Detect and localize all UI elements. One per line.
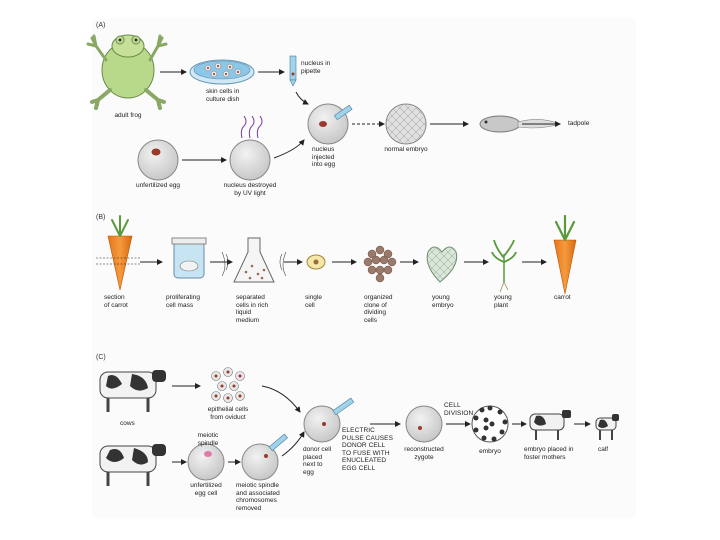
label-spindle-removed: meiotic spindle and associated chromosom… [236,482,280,512]
label-meiotic-spindle: meiotic spindle [197,432,219,447]
cow-illustration-bottom [99,444,166,486]
organized-clone-illustration [363,245,397,283]
injected-egg-illustration [307,103,353,145]
young-plant-illustration [491,239,517,293]
carrot-section-illustration [96,215,140,291]
label-epithelial: epithelial cells from oviduct [207,406,249,421]
panel-b-letter: (B) [96,214,106,221]
label-nucleus-pipette: nucleus in pipette [301,60,331,75]
label-calf: calf [598,446,609,453]
label-unfertilized-egg: unfertilized egg [135,182,181,189]
label-reconstructed-zygote: reconstructed zygote [404,446,444,461]
uv-egg-illustration [229,115,271,181]
spindle-removed-illustration [241,433,289,481]
label-donor-cell: donor cell placed next to egg [303,446,332,476]
cow-illustration-top [99,370,166,412]
single-cell-illustration [306,254,326,270]
label-organized-clone: organized clone of dividing cells [364,294,393,324]
label-young-plant: young plant [494,294,512,309]
carrot-illustration [553,214,577,295]
foster-mother-cow-illustration [529,410,571,440]
label-separated: separated cells in rich liquid medium [236,294,269,324]
label-section-carrot: section of carrot [104,294,128,309]
embryo-blastocyst-illustration [471,405,509,443]
adult-frog-illustration [86,34,168,110]
panel-c-letter: (C) [96,354,106,361]
calf-illustration [595,414,619,440]
label-cows: cows [120,420,135,427]
label-carrot: carrot [554,294,571,301]
label-proliferating: proliferating cell mass [166,294,200,309]
reconstructed-zygote-illustration [405,405,443,443]
uv-light-icon [240,115,263,139]
label-single-cell: single cell [305,294,322,309]
flask-illustration [221,237,287,283]
unfertilized-egg-illustration [137,139,179,181]
label-normal-embryo: normal embryo [384,146,428,153]
proliferating-jar-illustration [171,237,207,279]
label-tadpole: tadpole [568,120,590,127]
label-nucleus-injected: nucleus injected into egg [312,146,336,168]
young-embryo-illustration [426,246,458,283]
label-embryo: embryo [479,448,501,455]
label-adult-frog: adult frog [114,112,142,119]
label-foster-mothers: embryo placed in foster mothers [524,446,574,461]
panel-a-letter: (A) [96,22,106,29]
unfertilized-egg-cell-illustration [187,443,225,481]
label-nucleus-destroyed: nucleus destroyed by UV light [223,182,277,197]
label-skin-cells: skin cells in culture dish [206,88,240,103]
normal-embryo-illustration [385,103,427,145]
label-young-embryo: young embryo [432,294,454,309]
donor-cell-egg-illustration [303,397,355,443]
culture-dish-illustration [189,59,255,85]
label-unfertilized-egg-cell: unfertilized egg cell [190,482,222,497]
pipette-illustration [289,55,297,87]
label-cell-division: CELL DIVISION [444,402,474,417]
label-electric-pulse: ELECTRIC PULSE CAUSES DONOR CELL TO FUSE… [342,427,394,472]
